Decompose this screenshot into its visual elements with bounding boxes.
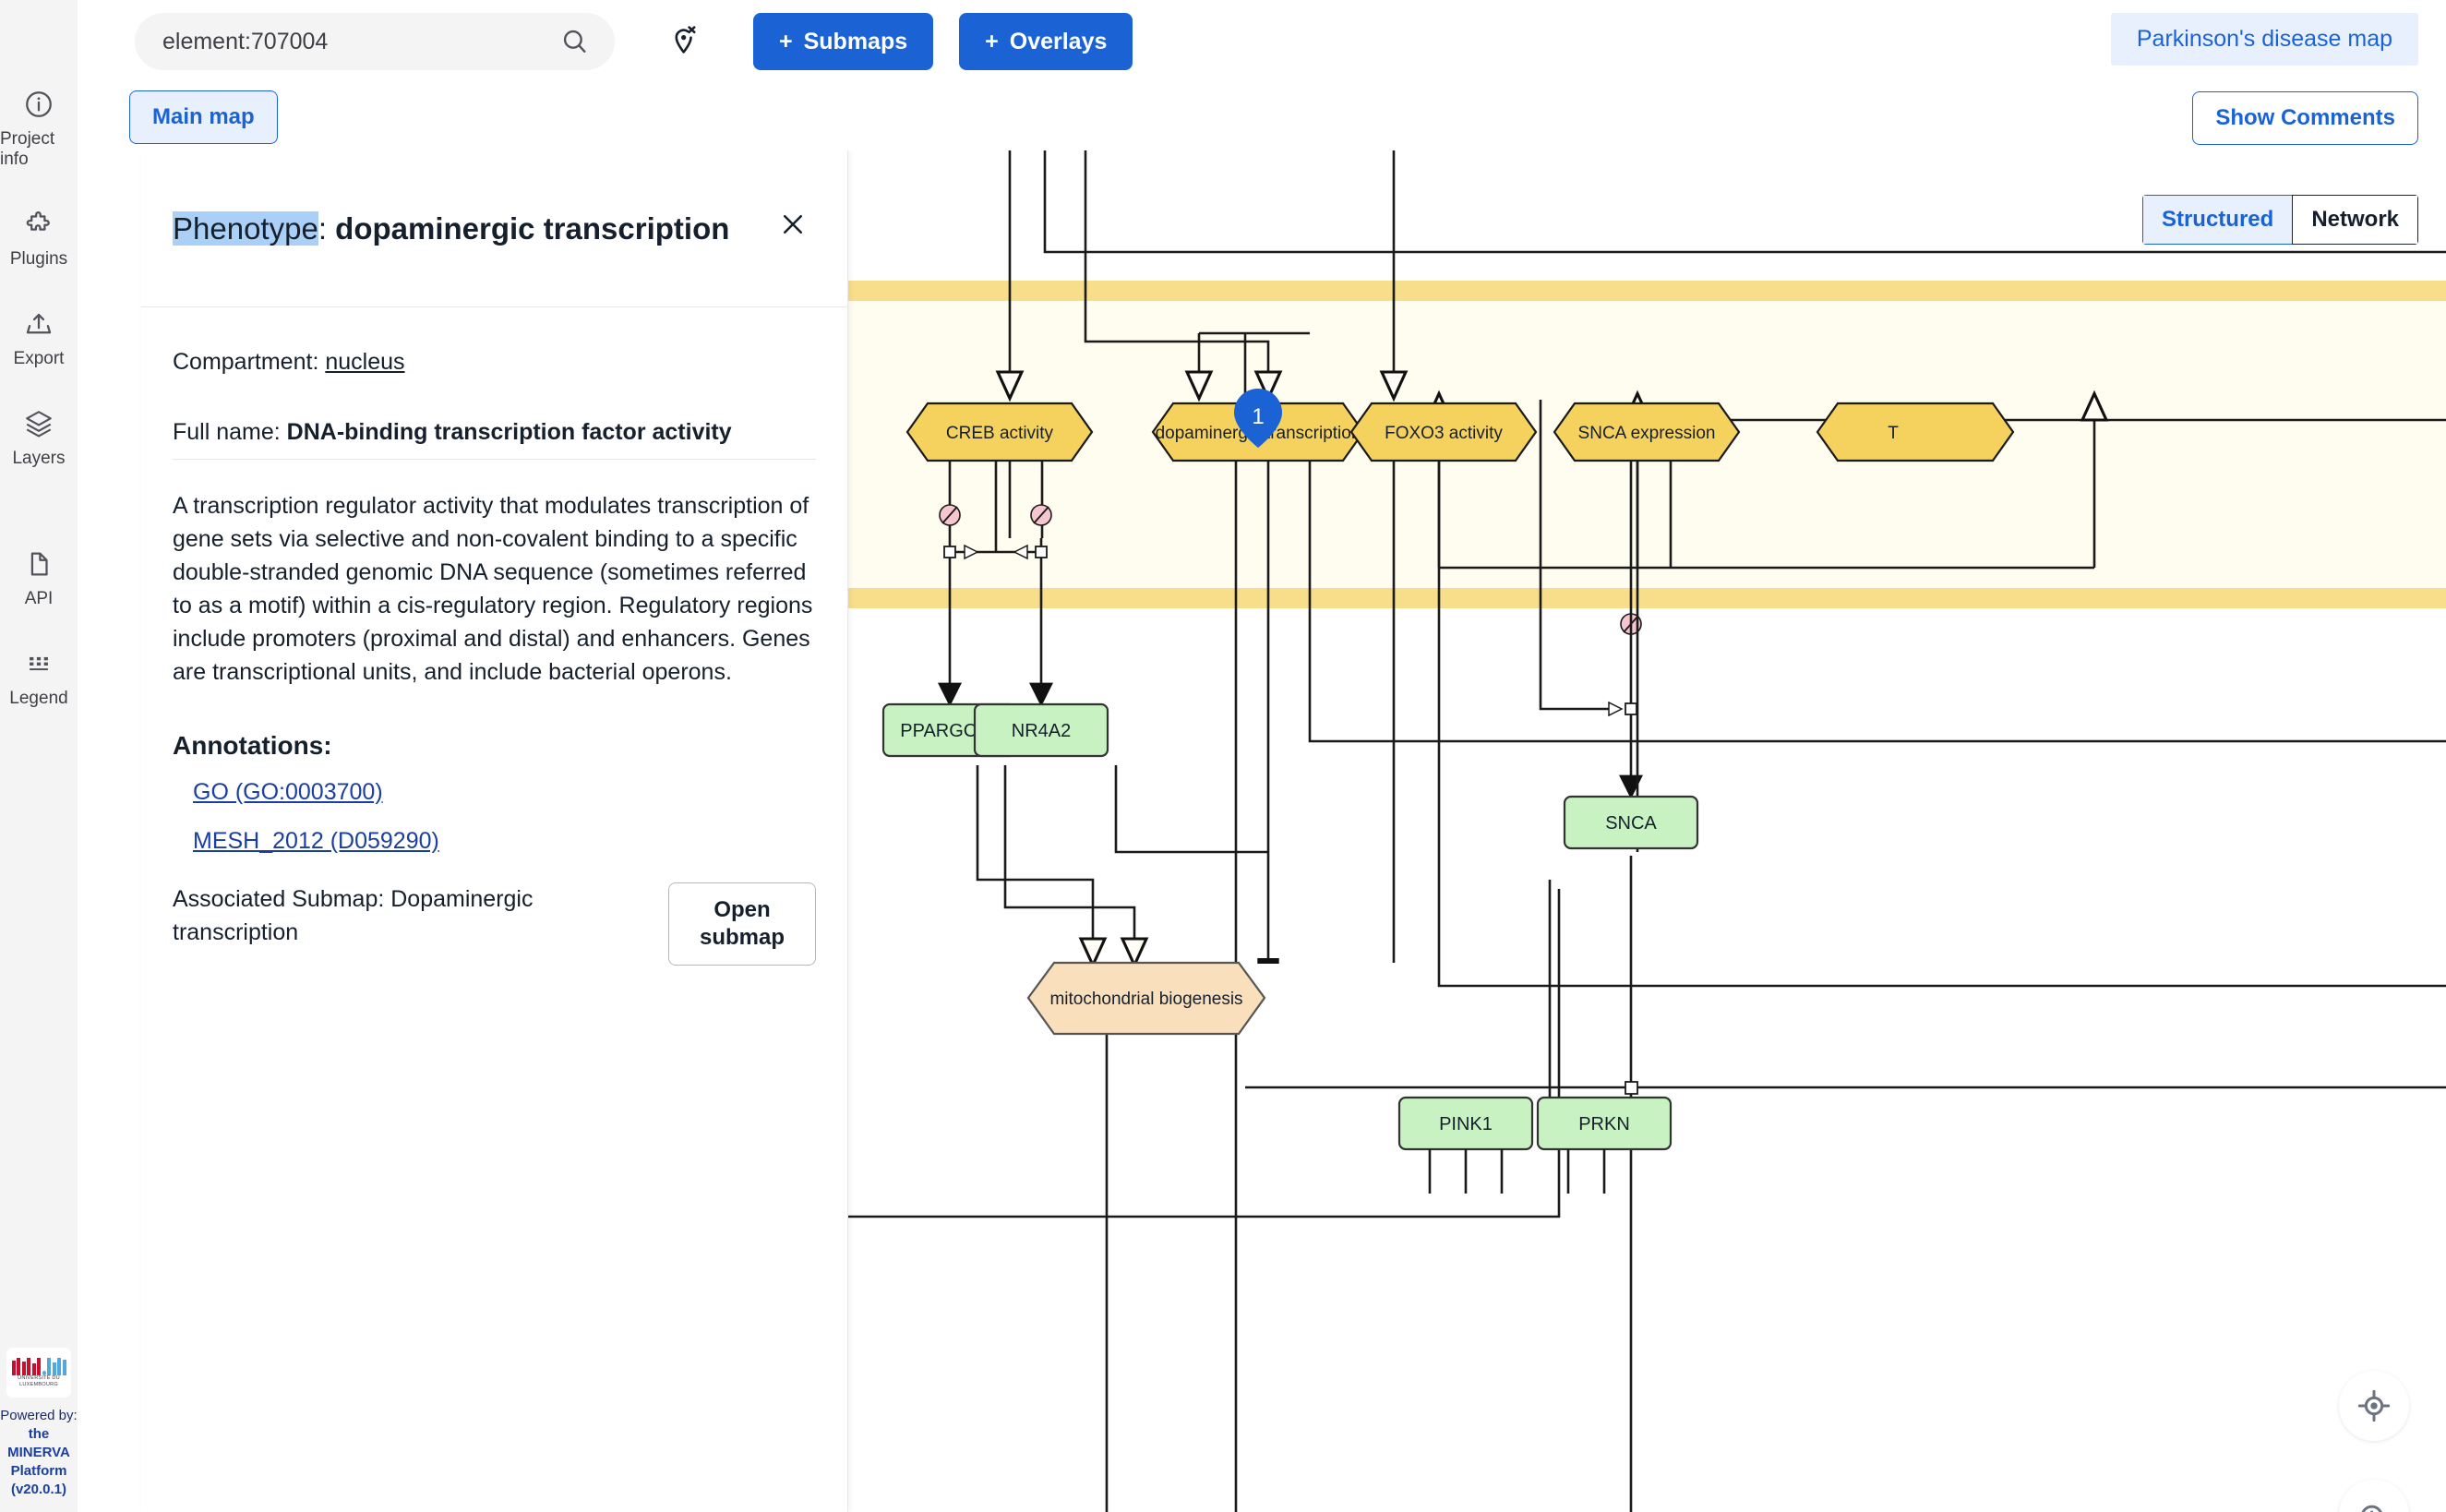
panel-header: Phenotype: dopaminergic transcription [141,150,847,307]
locate-target-icon[interactable] [2339,1371,2409,1441]
node-label: mitochondrial biogenesis [1049,990,1242,1009]
search-icon[interactable] [559,26,591,57]
sidebar-item-legend[interactable]: Legend [0,648,78,709]
node-label: SNCA [1605,813,1657,834]
pin-clear-icon[interactable] [665,22,703,61]
view-mode-network[interactable]: Network [2292,195,2418,245]
marker-badge-count: 1 [1252,404,1264,429]
add-overlays-label: Overlays [1009,28,1108,54]
panel-body: Compartment: nucleus Full name: DNA-bind… [141,307,847,966]
panel-title-name: dopaminergic transcription [335,210,730,246]
map-canvas[interactable]: CREB activity dopaminergic transcription… [848,150,2446,1512]
map-node-gene[interactable]: PINK1 [1397,1096,1534,1151]
map-node-phenotype[interactable]: CREB activity [905,402,1094,462]
map-node-gene[interactable]: SNCA [1563,795,1699,850]
node-label: PINK1 [1439,1114,1493,1134]
sidebar-item-label: Layers [12,449,66,468]
puzzle-piece-icon [23,209,54,245]
compartment-label: Compartment: [173,349,326,375]
node-label: T [1888,424,1899,443]
sidebar-item-label: Project info [0,129,55,169]
full-name-value: DNA-binding transcription factor activit… [286,419,732,445]
tab-main-map[interactable]: Main map [129,90,278,144]
open-submap-line-2: submap [699,925,785,950]
annotation-link-go[interactable]: GO (GO:0003700) [193,779,383,805]
add-submaps-label: Submaps [803,28,908,54]
annotation-link-mesh[interactable]: MESH_2012 (D059290) [193,828,439,854]
node-label: FOXO3 activity [1385,424,1503,443]
plus-icon: + [779,28,793,54]
full-name-label: Full name: [173,419,287,445]
sidebar-item-plugins[interactable]: Plugins [0,209,78,270]
map-diagram: CREB activity dopaminergic transcription… [848,150,2446,1512]
plus-icon: + [985,28,999,54]
map-node-gene[interactable]: PRKN [1536,1096,1673,1151]
node-label: PRKN [1578,1114,1630,1134]
sidebar-item-api[interactable]: API [0,548,78,609]
logo-line-2: LUXEMBOURG [19,1381,58,1387]
map-node-gene[interactable]: NR4A2 [973,702,1109,758]
legend-grid-icon [23,648,54,684]
sidebar-item-label: API [24,589,54,608]
view-mode-structured[interactable]: Structured [2141,195,2293,245]
map-node-phenotype-partial[interactable]: T [1816,402,2015,462]
universite-du-luxembourg-logo: UNIVERSITÉ DU LUXEMBOURG [6,1348,71,1398]
map-node-phenotype[interactable]: FOXO3 activity [1349,402,1538,462]
divider [173,459,816,460]
map-node-phenotype[interactable]: SNCA expression [1553,402,1741,462]
sidebar-item-label: Export [13,349,65,368]
logo-line-1: UNIVERSITÉ DU [18,1374,60,1381]
node-label: CREB activity [946,424,1054,443]
zoom-in-icon[interactable] [2339,1480,2409,1512]
associated-submap-text: Associated Submap: Dopaminergic transcri… [173,886,534,945]
layers-stack-icon [23,408,54,444]
panel-title-prefix: Phenotype [173,210,318,246]
info-circle-icon [23,89,54,125]
open-submap-button[interactable]: Open submap [668,882,816,966]
node-label: SNCA expression [1578,424,1716,443]
element-details-panel: Phenotype: dopaminergic transcription Co… [141,150,848,1512]
logo-bars [11,1357,66,1375]
page-title: Phenotype: dopaminergic transcription [173,210,729,248]
compartment-row: Compartment: nucleus [173,346,816,378]
export-upload-icon [23,308,54,344]
full-name-row: Full name: DNA-binding transcription fac… [173,416,816,448]
document-corner-icon [23,548,54,584]
sidebar-item-layers[interactable]: Layers [0,408,78,469]
sidebar-item-label: Plugins [9,249,68,269]
platform-version: (v20.0.1) [10,1482,67,1497]
associated-submap-row: Associated Submap: Dopaminergic transcri… [173,882,816,966]
close-icon[interactable] [770,201,816,256]
powered-by-block: Powered by: the MINERVA Platform (v20.0.… [0,1407,78,1499]
sidebar-item-export[interactable]: Export [0,308,78,369]
add-overlays-button[interactable]: + Overlays [959,13,1133,70]
add-submaps-button[interactable]: + Submaps [753,13,934,70]
inhibitor-node [1030,504,1052,526]
search-box[interactable] [135,13,615,70]
platform-line-2: Platform [10,1463,67,1479]
search-input[interactable] [162,28,559,55]
left-sidebar: Project info Plugins Export [0,0,78,1512]
show-comments-button[interactable]: Show Comments [2192,91,2418,145]
top-toolbar: + Submaps + Overlays Parkinson's disease… [0,0,2446,83]
powered-by-label: Powered by: [0,1408,78,1423]
sidebar-item-project-info[interactable]: Project info [0,89,78,170]
view-mode-toggle[interactable]: Structured Network [2141,195,2418,245]
open-submap-line-1: Open [713,897,771,922]
project-name-chip[interactable]: Parkinson's disease map [2110,13,2418,66]
map-node-process[interactable]: mitochondrial biogenesis [1026,961,1266,1036]
element-description: A transcription regulator activity that … [173,493,813,685]
annotations-heading: Annotations: [173,731,332,760]
sidebar-item-label: Legend [9,689,68,708]
platform-line-1: the MINERVA [7,1426,70,1460]
inhibitor-node [939,504,961,526]
compartment-value-link[interactable]: nucleus [325,349,405,375]
selection-marker-pin[interactable]: 1 [1234,389,1282,448]
map-tab-strip: Main map Show Comments [78,83,2446,150]
sidebar-footer: UNIVERSITÉ DU LUXEMBOURG Powered by: the… [0,1348,78,1499]
panel-title-separator: : [318,210,336,246]
node-label: NR4A2 [1012,721,1071,741]
